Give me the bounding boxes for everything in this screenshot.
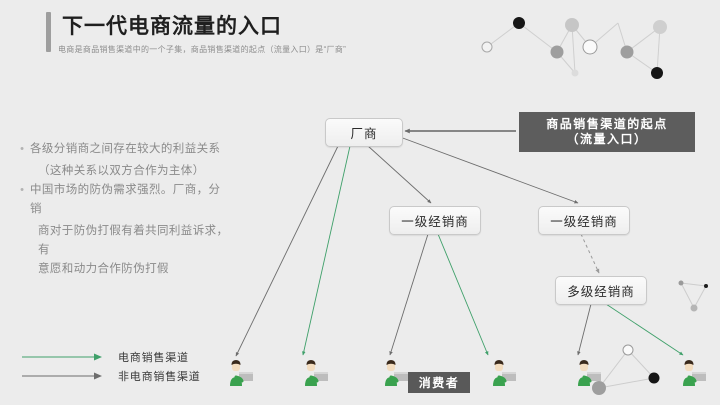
legend-label: 非电商销售渠道 <box>118 370 201 383</box>
callout-line-1: 商品销售渠道的起点 <box>546 117 668 131</box>
node-manufacturer[interactable]: 厂商 <box>325 118 403 147</box>
callout-channel-origin: 商品销售渠道的起点 （流量入口） <box>519 112 695 152</box>
bullet-marker: • <box>20 143 24 155</box>
graph-node <box>550 45 564 59</box>
legend: 电商销售渠道 非电商销售渠道 <box>22 347 201 385</box>
graph-node <box>481 41 493 53</box>
graph-node <box>571 69 579 77</box>
title-accent-bar <box>46 12 51 52</box>
callout-line-2: （流量入口） <box>566 132 648 146</box>
legend-label: 电商销售渠道 <box>118 351 189 364</box>
node-multilevel-distributor[interactable]: 多级经销商 <box>555 276 647 305</box>
list-item: • 各级分销商之间存在较大的利益关系 （这种关系以双方合作为主体） <box>14 140 229 181</box>
offline-arrow <box>367 145 432 204</box>
ecommerce-arrow <box>302 145 351 356</box>
bullet-marker: • <box>20 184 24 196</box>
bullet-line: （这种关系以双方合作为主体） <box>38 165 205 177</box>
graph-node <box>620 45 634 59</box>
consumer-badge: 消费者 <box>408 372 470 393</box>
offline-arrow <box>235 145 339 357</box>
arrow-right-icon <box>22 353 102 360</box>
bullet-line: 各级分销商之间存在较大的利益关系 <box>30 143 221 155</box>
bullet-list: • 各级分销商之间存在较大的利益关系 （这种关系以双方合作为主体） • 中国市场… <box>14 140 229 279</box>
ecommerce-arrow <box>605 303 684 356</box>
graph-node <box>651 67 663 79</box>
graph-node <box>565 18 579 32</box>
bullet-line: 中国市场的防伪需求强烈。厂商，分销 <box>30 184 221 215</box>
arrow-right-icon <box>22 372 102 379</box>
bullet-line: 商对于防伪打假有着共同利益诉求，有 <box>38 225 229 256</box>
graph-node <box>513 17 525 29</box>
graph-node <box>653 20 667 34</box>
page-title: 下一代电商流量的入口 <box>62 15 282 38</box>
consumer-person-icon <box>678 360 708 386</box>
consumer-person-icon <box>488 360 518 386</box>
list-item: • 中国市场的防伪需求强烈。厂商，分销 商对于防伪打假有着共同利益诉求，有 意愿… <box>14 181 229 279</box>
node-level1-distributor-right[interactable]: 一级经销商 <box>538 206 630 235</box>
bullet-line: 意愿和动力合作防伪打假 <box>38 263 169 275</box>
offline-arrow <box>389 233 429 356</box>
ecommerce-arrow <box>437 233 489 356</box>
node-level1-distributor-left[interactable]: 一级经销商 <box>389 206 481 235</box>
consumer-person-icon <box>573 360 603 386</box>
offline-arrow <box>577 303 592 356</box>
legend-item-ecommerce: 电商销售渠道 <box>22 347 201 366</box>
consumer-person-icon <box>380 360 410 386</box>
graph-node <box>582 39 598 55</box>
dashed-arrow <box>580 233 600 274</box>
consumer-person-icon <box>225 360 255 386</box>
legend-item-offline: 非电商销售渠道 <box>22 366 201 385</box>
page-subtitle: 电商是商品销售渠道中的一个子集，商品销售渠道的起点（流量入口）是“厂商” <box>58 45 347 54</box>
consumer-person-icon <box>300 360 330 386</box>
